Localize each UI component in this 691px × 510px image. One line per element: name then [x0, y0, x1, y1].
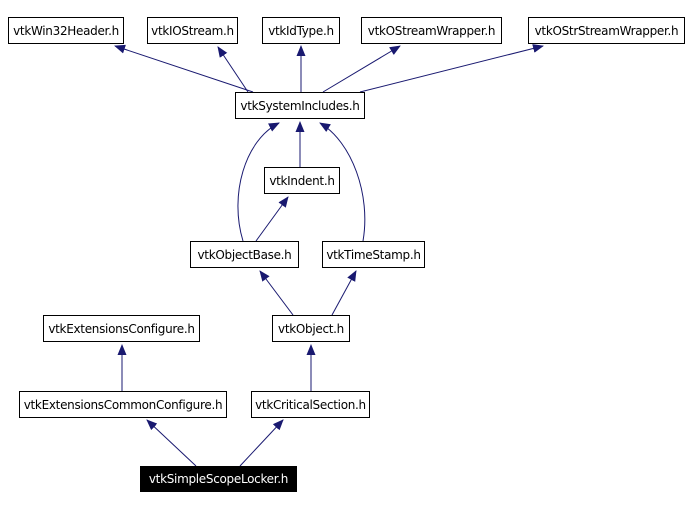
edge-scopelocker-criticalsection: [239, 419, 284, 467]
node-vtksystemincludes[interactable]: vtkSystemIncludes.h: [235, 92, 365, 119]
node-vtkindent[interactable]: vtkIndent.h: [264, 167, 340, 194]
edge-object-objectbase: [259, 270, 294, 316]
edge-systemincludes-iostream: [217, 46, 249, 93]
edge-objectbase-systemincludes: [237, 122, 280, 242]
edge-systemincludes-win32header: [114, 44, 254, 93]
node-vtkobject[interactable]: vtkObject.h: [272, 315, 350, 342]
edge-scopelocker-extcommonconfigure: [146, 419, 197, 467]
node-vtktimestamp[interactable]: vtkTimeStamp.h: [322, 241, 425, 268]
node-vtkextensionsconfigure[interactable]: vtkExtensionsConfigure.h: [43, 315, 200, 342]
node-vtkcriticalsection[interactable]: vtkCriticalSection.h: [251, 391, 370, 418]
node-vtksimplescopelocker-current: vtkSimpleScopeLocker.h: [140, 466, 297, 492]
node-vtkostreamwrapper[interactable]: vtkOStreamWrapper.h: [361, 17, 502, 44]
node-vtkiostream[interactable]: vtkIOStream.h: [147, 17, 238, 44]
node-vtkostrstreamwrapper[interactable]: vtkOStrStreamWrapper.h: [528, 17, 685, 44]
edge-object-timestamp: [331, 270, 357, 316]
node-vtkwin32header[interactable]: vtkWin32Header.h: [8, 17, 124, 44]
edge-systemincludes-ostreamwrapper: [322, 45, 401, 93]
node-vtkidtype[interactable]: vtkIdType.h: [262, 17, 340, 44]
edge-systemincludes-ostrstreamwrapper: [359, 44, 544, 93]
edge-objectbase-indent: [255, 196, 289, 242]
node-vtkextensionscommonconfigure[interactable]: vtkExtensionsCommonConfigure.h: [19, 391, 227, 418]
edge-timestamp-systemincludes: [319, 122, 366, 242]
node-vtkobjectbase[interactable]: vtkObjectBase.h: [190, 241, 299, 268]
